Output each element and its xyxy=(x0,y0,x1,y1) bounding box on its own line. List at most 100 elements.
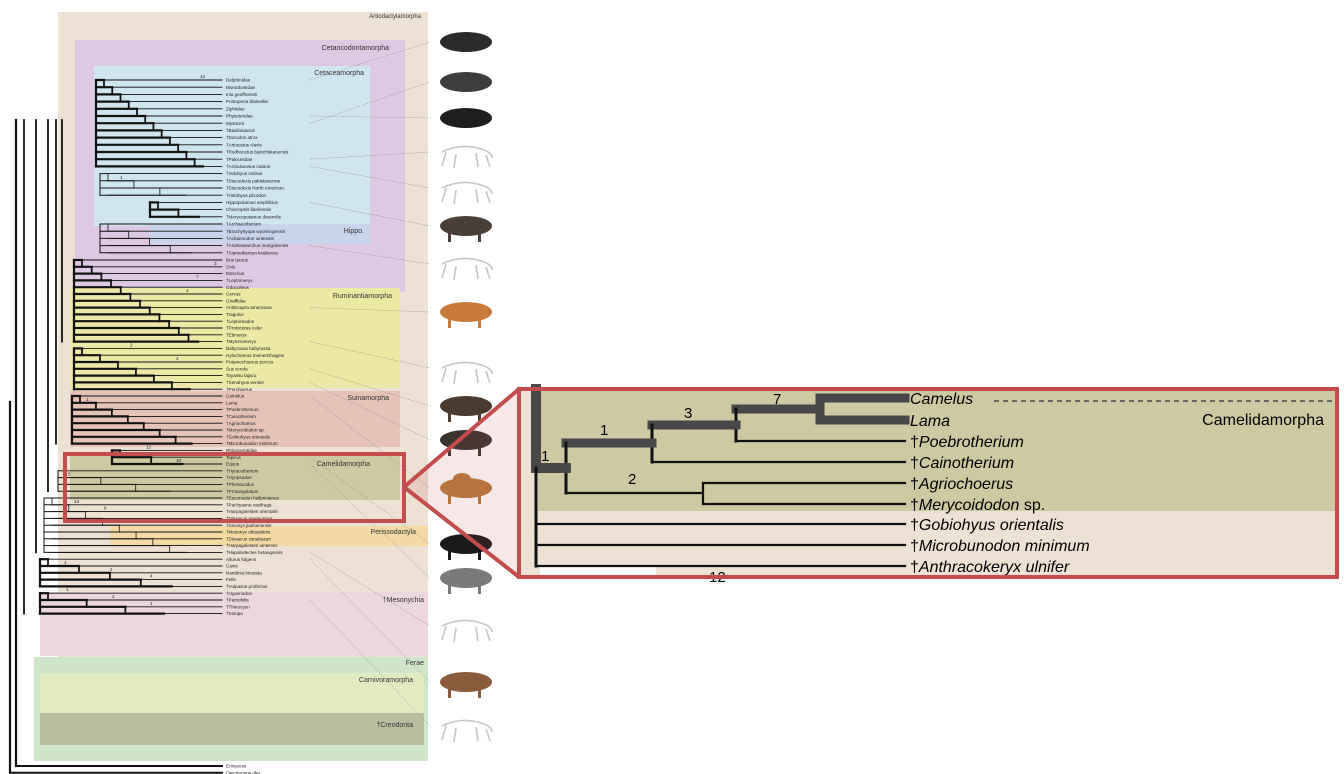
overview-taxon-label: †Thinocyon xyxy=(226,604,250,609)
clade-label-carnivoramorpha: Carnivoramorpha xyxy=(359,677,413,684)
overview-taxon-label: †Protoceras celer xyxy=(226,326,262,331)
overview-taxon-label: †Xenohyus venitor xyxy=(226,380,265,385)
zoom-support-value: 1 xyxy=(541,448,549,465)
silhouette-fossil-skeleton xyxy=(442,620,492,642)
overview-support-value: 7 xyxy=(168,451,171,456)
overview-taxon-label: †Patriofelis xyxy=(226,598,249,603)
zoom-taxon-suffix: sp. xyxy=(1019,497,1045,514)
clade-label-hippo: Hippo. xyxy=(344,228,364,235)
overview-support-value: 1 xyxy=(64,560,67,565)
overview-taxon-label: †Pachyaena ossifraga xyxy=(226,502,272,507)
clade-label-creodonta: †Creodonta xyxy=(376,722,413,729)
overview-taxon-label: †Leptoreodon xyxy=(226,319,255,324)
zoom-taxon-label: †Gobiohyus orientalis xyxy=(910,517,1064,534)
overview-taxon-label: Choeropsis liberiensis xyxy=(226,207,272,212)
overview-taxon-label: †Merycoidodon sp. xyxy=(226,428,265,433)
overview-support-value: 2 xyxy=(176,356,179,361)
overview-taxon-label: †Artiocetus clavis xyxy=(226,142,262,147)
zoom-support-value: 1 xyxy=(600,422,608,439)
overview-taxon-label: †Rodhocetus balochistanensis xyxy=(226,150,289,155)
zoom-taxon-name: Poebrotherium xyxy=(919,434,1024,451)
zoom-taxon-name: Camelus xyxy=(910,391,973,408)
overview-taxon-label: †Gobiohyus orientalis xyxy=(226,434,271,439)
overview-taxon-label: †Indohyus indirae xyxy=(226,171,263,176)
zoom-taxon-label: †Merycoidodon sp. xyxy=(910,497,1045,514)
zoom-taxon-label: †Cainotherium xyxy=(910,455,1014,472)
clade-label-cetancodontamorpha: Cetancodontamorpha xyxy=(322,45,389,52)
zoom-taxon-text: † xyxy=(910,455,919,472)
overview-taxon-label: Felis xyxy=(226,577,236,582)
overview-support-value: 1 xyxy=(186,288,189,293)
overview-taxon-label: †Harpagolestes orientalis xyxy=(226,509,279,514)
silhouette-pronghorn xyxy=(440,302,492,328)
zoom-background-artiodactylamorpha xyxy=(519,389,1337,577)
clade-label-artiodactylamorpha: Artiodactylamorpha xyxy=(369,14,421,20)
overview-taxon-label: Hippopotamus amphibius xyxy=(226,200,279,205)
zoom-support-value: 7 xyxy=(773,391,781,408)
zoom-taxon-text: † xyxy=(910,538,919,555)
silhouette-zebra xyxy=(440,568,492,594)
overview-taxon-label: †Pakicetidae xyxy=(226,157,253,162)
overview-support-value: 4 xyxy=(150,574,153,579)
zoom-taxon-label: †Poebrotherium xyxy=(910,434,1024,451)
overview-taxon-label: †Cainotherium xyxy=(226,414,256,419)
zoom-taxon-name: Microbunodon minimum xyxy=(919,538,1090,555)
overview-taxon-label: Erinaceus xyxy=(226,764,247,769)
overview-taxon-label: †Brachyhyops wyomingensis xyxy=(226,229,286,234)
zoom-taxon-text: † xyxy=(910,476,919,493)
silhouette-tapir xyxy=(440,534,492,560)
overview-taxon-label: †Mytonomeryx xyxy=(226,339,257,344)
overview-taxon-label: Ziphiidae xyxy=(226,106,245,111)
overview-taxon-label: †Mesonyx obtusidens xyxy=(226,530,271,535)
silhouette-red-panda xyxy=(440,672,492,698)
zoom-support-value: 2 xyxy=(628,471,636,488)
overview-taxon-label: Hylochoerus meinertzhageni xyxy=(226,353,284,358)
silhouette-fossil-skeleton xyxy=(442,720,492,742)
clade-label-perissodactyla: Perissodactyla xyxy=(370,529,416,536)
overview-taxon-label: Odocoileus xyxy=(226,285,250,290)
overview-support-value: 3 xyxy=(214,261,217,266)
overview-taxon-label: †Diacodexis North American xyxy=(226,186,284,191)
overview-taxon-label: †Helohyus plicodon xyxy=(226,193,267,198)
zoom-taxon-label: †Agriochoerus xyxy=(910,476,1013,493)
overview-taxon-label: Camelus xyxy=(226,394,245,399)
zoom-clade-label-camelidamorpha: Camelidamorpha xyxy=(1202,412,1324,429)
clade-label-cetaceamorpha: Cetaceamorpha xyxy=(314,70,364,77)
zoom-taxon-name: Merycoidodon xyxy=(919,497,1020,514)
silhouette-wild-boar xyxy=(440,396,492,422)
overview-taxon-label: †Microbunodon minimum xyxy=(226,441,278,446)
overview-taxon-label: †Hyaenodon xyxy=(226,591,252,596)
overview-support-value: 1 xyxy=(110,567,113,572)
overview-taxon-label: Bos taurus xyxy=(226,258,249,263)
overview-support-value: 5 xyxy=(68,472,71,477)
overview-taxon-label: Nandinia binotata xyxy=(226,570,262,575)
overview-taxon-label: †Hapalodectes hetangensis xyxy=(226,550,283,555)
overview-taxon-label: †Agriochoerus xyxy=(226,421,256,426)
overview-support-value: 2 xyxy=(112,594,115,599)
zoom-taxon-label: †Microbunodon minimum xyxy=(910,538,1090,555)
overview-taxon-label: Ovis xyxy=(226,264,236,269)
overview-taxon-label: †Ebmeryx xyxy=(226,332,247,337)
overview-taxon-label: Tayassu tajacu xyxy=(226,373,257,378)
overview-taxon-label: Monodontidae xyxy=(226,85,256,90)
overview-taxon-label: Mysticeti xyxy=(226,121,244,126)
overview-taxon-label: Physeteridae xyxy=(226,114,253,119)
overview-taxon-label: Ailurus fulgens xyxy=(226,557,257,562)
overview-taxon-label: Canis xyxy=(226,564,238,569)
zoom-taxon-name: Agriochoerus xyxy=(918,476,1013,493)
overview-taxon-label: †Achaenodon uintensis xyxy=(226,236,274,241)
overview-taxon-label: Antilocapra americana xyxy=(226,305,272,310)
zoom-taxon-label: Camelus xyxy=(910,391,973,408)
zoom-taxon-name: Cainotherium xyxy=(919,455,1014,472)
zoom-taxon-text: † xyxy=(910,434,919,451)
zoom-taxon-name: Anthracokeryx ulnifer xyxy=(918,559,1070,576)
phylogenetic-tree-overview: Artiodactylamorpha Cetancodontamorpha Ce… xyxy=(0,0,500,774)
zoom-support-value: 3 xyxy=(684,405,692,422)
silhouette-hippopotamus xyxy=(440,216,492,242)
overview-taxon-label: †Phenacodus xyxy=(226,482,255,487)
zoom-taxon-name: Lama xyxy=(910,413,950,430)
overview-taxon-label: †Harpagolestes uintensis xyxy=(226,543,278,548)
band-hippo xyxy=(150,224,370,244)
silhouette-fossil-skeleton xyxy=(442,182,492,204)
overview-taxon-label: Lama xyxy=(226,400,238,405)
